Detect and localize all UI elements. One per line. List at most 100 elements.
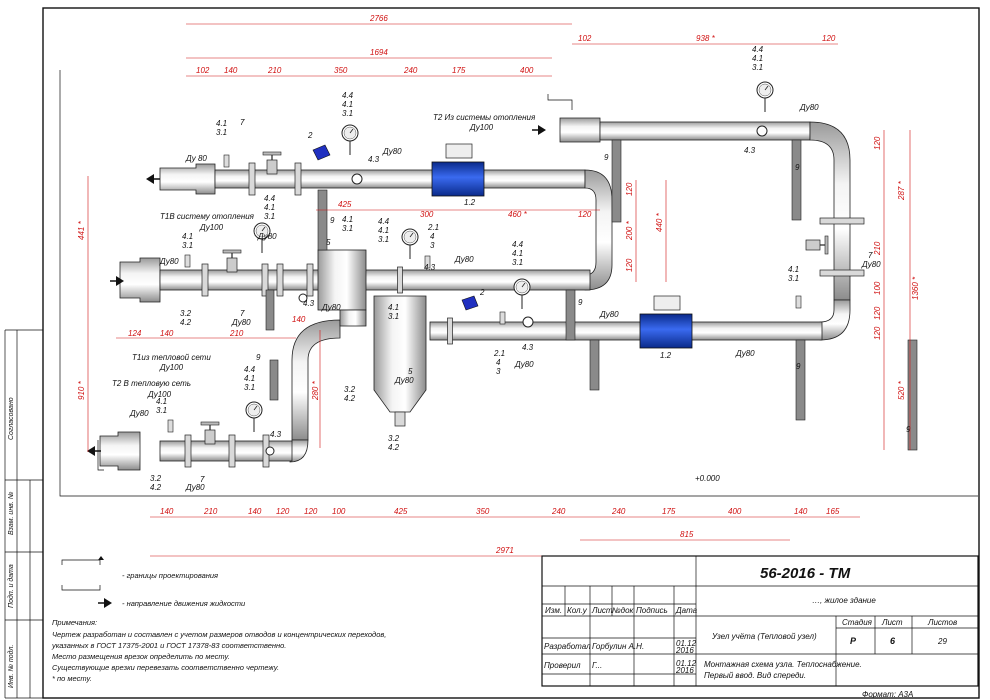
svg-text:3.2: 3.2 <box>344 385 356 394</box>
svg-text:Кол.у: Кол.у <box>567 606 588 615</box>
svg-text:2: 2 <box>307 131 313 140</box>
svg-text:175: 175 <box>662 507 676 516</box>
note-line-5: * по месту. <box>52 674 92 683</box>
svg-text:4.1: 4.1 <box>752 54 763 63</box>
svg-text:7: 7 <box>240 309 245 318</box>
svg-text:120: 120 <box>578 210 592 219</box>
pipe-t2iz-reducer <box>559 117 601 143</box>
svg-text:3.1: 3.1 <box>264 212 275 221</box>
dev-name: Горбулин А.Н. <box>592 642 644 651</box>
flow-meter-lower <box>639 313 693 349</box>
svg-text:Ду80: Ду80 <box>129 409 149 418</box>
pipe-left-bend <box>291 319 341 441</box>
label-t2iz: Т2 Из системы отопления <box>433 113 536 122</box>
svg-text:3.1: 3.1 <box>182 241 193 250</box>
svg-text:9: 9 <box>906 425 911 434</box>
svg-text:9: 9 <box>795 163 800 172</box>
svg-text:165: 165 <box>826 507 840 516</box>
svg-text:Ду80: Ду80 <box>257 232 277 241</box>
svg-text:2016: 2016 <box>675 666 694 675</box>
label-t2v: Т2 В тепловую сеть <box>112 379 191 388</box>
svg-text:3.1: 3.1 <box>752 63 763 72</box>
title-doc-code: 56-2016 - ТМ <box>760 565 851 582</box>
pipe-t2v-main <box>159 440 293 462</box>
dimensions-top: 2766 1694 102 140 210 350 240 175 400 10… <box>186 14 838 219</box>
project-boundary <box>59 70 978 497</box>
svg-text:2971: 2971 <box>495 546 514 555</box>
svg-text:4.1: 4.1 <box>342 100 353 109</box>
svg-text:9: 9 <box>604 153 609 162</box>
svg-text:2016: 2016 <box>675 646 694 655</box>
stamp-replace-inv: Взам. инв. № <box>8 491 15 535</box>
svg-text:3.2: 3.2 <box>150 474 162 483</box>
svg-text:280 *: 280 * <box>311 380 320 401</box>
role-dev: Разработал <box>544 642 591 651</box>
svg-text:120: 120 <box>873 326 882 340</box>
svg-text:520 *: 520 * <box>897 380 906 400</box>
svg-text:140: 140 <box>292 315 306 324</box>
label-t2iz-d: Ду100 <box>469 123 494 132</box>
svg-text:5: 5 <box>326 238 331 247</box>
strainer-upper-body <box>317 249 367 311</box>
legend-boundary: - границы проектирования <box>122 571 218 580</box>
svg-text:Ду80: Ду80 <box>231 318 251 327</box>
note-line-3: Место размещения врезок определить по ме… <box>52 652 230 661</box>
svg-text:4.4: 4.4 <box>378 217 390 226</box>
svg-text:441 *: 441 * <box>77 220 86 240</box>
svg-text:4.2: 4.2 <box>180 318 192 327</box>
svg-text:9: 9 <box>330 216 335 225</box>
note-line-4: Существующие врезки перевезать соответст… <box>52 663 279 672</box>
svg-text:4.4: 4.4 <box>752 45 764 54</box>
sheet-value: 6 <box>890 636 896 646</box>
svg-text:4.2: 4.2 <box>344 394 356 403</box>
label-t1iz: Т1из тепловой сети <box>132 353 211 362</box>
pipe-lower-main <box>429 321 823 341</box>
svg-text:102: 102 <box>196 66 210 75</box>
svg-text:140: 140 <box>160 329 174 338</box>
svg-text:140: 140 <box>248 507 262 516</box>
svg-text:1.2: 1.2 <box>660 351 672 360</box>
svg-text:287 *: 287 * <box>897 180 906 201</box>
svg-text:Ду80: Ду80 <box>454 255 474 264</box>
svg-text:240: 240 <box>611 507 626 516</box>
svg-text:440 *: 440 * <box>655 212 664 232</box>
svg-text:2: 2 <box>479 288 485 297</box>
svg-text:4.4: 4.4 <box>342 91 354 100</box>
svg-text:Лист: Лист <box>881 618 903 627</box>
svg-text:210: 210 <box>203 507 218 516</box>
pipe-right-bend-bottom <box>819 299 851 341</box>
svg-text:01.12: 01.12 <box>676 659 697 668</box>
svg-text:3.1: 3.1 <box>244 383 255 392</box>
svg-text:Листов: Листов <box>927 618 957 627</box>
svg-text:4.1: 4.1 <box>342 215 353 224</box>
svg-text:120: 120 <box>822 34 836 43</box>
label-t1iz-d: Ду100 <box>159 363 184 372</box>
svg-text:350: 350 <box>476 507 490 516</box>
svg-text:350: 350 <box>334 66 348 75</box>
svg-text:2.1: 2.1 <box>427 223 439 232</box>
svg-text:4.2: 4.2 <box>388 443 400 452</box>
svg-text:120: 120 <box>873 306 882 320</box>
svg-text:140: 140 <box>160 507 174 516</box>
svg-text:3.1: 3.1 <box>512 258 523 267</box>
svg-text:120: 120 <box>625 258 634 272</box>
svg-text:240: 240 <box>403 66 418 75</box>
svg-text:№док: №док <box>612 606 635 615</box>
svg-text:400: 400 <box>520 66 534 75</box>
component-labels: Ду 80 Ду80 Ду80 Ду80 Ду80 Ду80 Ду80 Ду80… <box>129 45 911 492</box>
svg-text:2.1: 2.1 <box>493 349 505 358</box>
svg-text:102: 102 <box>578 34 592 43</box>
valves <box>200 144 829 445</box>
svg-text:Ду80: Ду80 <box>735 349 755 358</box>
stamp-agreed: Согласовано <box>8 397 15 440</box>
pipe-t1v-upper <box>159 163 216 195</box>
svg-text:1694: 1694 <box>370 48 388 57</box>
dimensions-right: 1360 * 287 * 520 * 120 210 100 120 120 4… <box>625 130 920 450</box>
svg-text:4.1: 4.1 <box>264 203 275 212</box>
title-block: 56-2016 - ТМ …, жилое здание Узел учёта … <box>541 555 979 699</box>
svg-text:210: 210 <box>229 329 244 338</box>
svg-text:4.1: 4.1 <box>512 249 523 258</box>
svg-text:3.1: 3.1 <box>216 128 227 137</box>
flow-meters <box>431 143 693 349</box>
side-stamps: Согласовано Взам. инв. № Подп. и дата Ин… <box>7 397 15 688</box>
